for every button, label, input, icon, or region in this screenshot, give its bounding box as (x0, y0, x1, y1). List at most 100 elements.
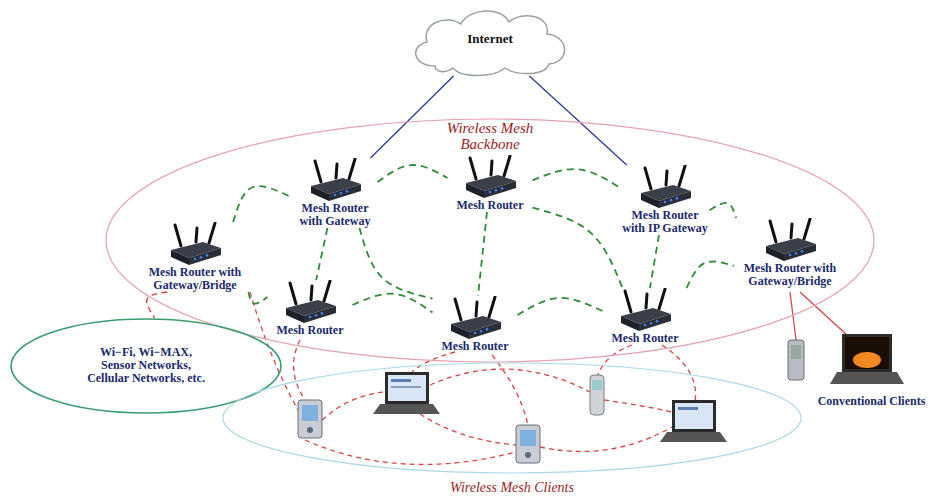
router-led (315, 314, 318, 317)
router-antenna (175, 225, 181, 246)
router-front (451, 324, 469, 339)
router-antenna (646, 294, 647, 308)
phone-screen (592, 380, 602, 390)
client-link (322, 392, 385, 420)
router-antenna (645, 168, 651, 189)
cloud-label: Internet (405, 31, 575, 46)
pda-device (298, 400, 322, 438)
router-side (329, 184, 361, 201)
pda-body (788, 340, 804, 380)
client-link (412, 352, 455, 372)
router-led (676, 197, 679, 200)
router-antenna (666, 171, 667, 185)
pda-button (525, 452, 531, 458)
router-icon (445, 296, 505, 340)
router-side (639, 314, 671, 331)
router-label: Mesh Router with IP Gateway (621, 209, 710, 235)
laptop-screen-frame (842, 334, 892, 372)
client-link (598, 345, 632, 375)
router-antenna (679, 166, 685, 186)
router-icon (460, 155, 520, 199)
mesh-link (360, 228, 433, 299)
router-side (304, 306, 336, 323)
mesh-router: Mesh Router (433, 296, 518, 353)
laptop-device (830, 334, 904, 384)
router-led (495, 189, 498, 192)
mesh-link (518, 298, 603, 315)
laptop-base (660, 432, 727, 442)
router-antenna (315, 161, 321, 182)
ellipse-shape (223, 363, 801, 473)
laptop-device (373, 372, 440, 414)
router-antenna (476, 302, 477, 316)
router-led (480, 330, 483, 333)
router-antenna (770, 221, 776, 242)
router-icon (305, 158, 365, 202)
mesh-router: Mesh Router with Gateway/Bridge (139, 222, 251, 292)
router-antenna (804, 219, 810, 239)
router-antenna (290, 283, 296, 304)
client-links (250, 292, 696, 465)
router-label: Mesh Router (448, 199, 533, 212)
laptop-base (830, 372, 904, 384)
router-led (340, 192, 343, 195)
mesh-link (687, 262, 734, 288)
router-led (194, 258, 197, 261)
router-icon (635, 165, 695, 209)
router-antenna (625, 291, 631, 312)
pda-device (516, 425, 540, 463)
mesh-router: Mesh Router (268, 280, 353, 337)
mesh-link (233, 186, 292, 222)
mesh-link (710, 203, 737, 218)
router-antenna (491, 161, 492, 175)
router-antenna (659, 289, 665, 309)
router-front (766, 246, 784, 261)
mesh-link (248, 292, 267, 304)
router-icon (760, 218, 820, 262)
router-led (501, 187, 504, 190)
mesh-link (533, 208, 623, 288)
router-label: Mesh Router with Gateway/Bridge (139, 266, 251, 292)
router-icon (165, 222, 225, 266)
router-led (200, 256, 203, 259)
router-led (789, 254, 792, 257)
router-led (486, 328, 489, 331)
conventional-links (790, 292, 848, 340)
network-ellipse: Wi−Fi, Wi−MAX, Sensor Networks, Cellular… (10, 318, 282, 414)
client-link (540, 427, 672, 452)
mesh-link (353, 294, 433, 313)
router-side (469, 322, 501, 339)
laptop-screen (388, 375, 426, 401)
router-icon (280, 280, 340, 324)
router-led (670, 199, 673, 202)
router-front (621, 316, 639, 331)
laptop-screen (675, 403, 713, 429)
router-antenna (455, 299, 461, 320)
router-label: Mesh Router (268, 324, 353, 337)
clients-ellipse-outline (222, 362, 802, 496)
pda-device (788, 340, 804, 380)
pda-button (307, 427, 313, 433)
router-antenna (791, 224, 792, 238)
router-led (795, 252, 798, 255)
laptop-device (660, 400, 727, 442)
client-link (420, 414, 516, 445)
router-led (644, 324, 647, 327)
ellipse-shape (106, 119, 874, 362)
laptop-screen-frame (672, 400, 716, 432)
mesh-router: Mesh Router with Gateway/Bridge (734, 218, 846, 288)
router-label: Mesh Router (433, 340, 518, 353)
mesh-link (316, 228, 327, 280)
client-link (604, 400, 672, 412)
router-led (321, 312, 324, 315)
router-side (659, 191, 691, 208)
router-led (346, 190, 349, 193)
router-front (286, 308, 304, 323)
internet-link (370, 76, 453, 158)
laptop-screen (845, 337, 889, 369)
router-led (664, 201, 667, 204)
laptop-screen-frame (385, 372, 429, 404)
pda-screen (302, 405, 318, 421)
